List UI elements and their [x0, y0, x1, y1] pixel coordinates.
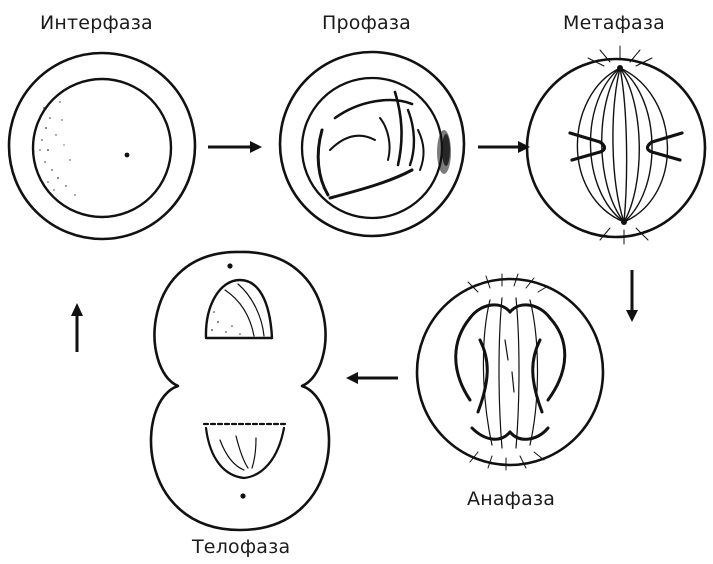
nucleolus-dot [125, 153, 130, 158]
centrosome-cluster [437, 130, 451, 174]
interphase-cell [9, 53, 195, 239]
telophase-upper-nucleus [206, 280, 272, 338]
arrow-prophase-to-metaphase [478, 141, 530, 153]
anaphase-chromosomes [456, 305, 565, 439]
arrow-metaphase-to-anaphase [626, 270, 638, 322]
metaphase-cell [527, 46, 705, 244]
telophase-cell [151, 252, 329, 530]
telophase-lower-nucleus [204, 424, 286, 478]
prophase-cell [280, 52, 464, 236]
arrow-telophase-to-interphase [71, 303, 83, 352]
arrow-interphase-to-prophase [208, 141, 262, 153]
anaphase-cell [417, 274, 603, 470]
arrow-anaphase-to-telophase [346, 372, 398, 384]
